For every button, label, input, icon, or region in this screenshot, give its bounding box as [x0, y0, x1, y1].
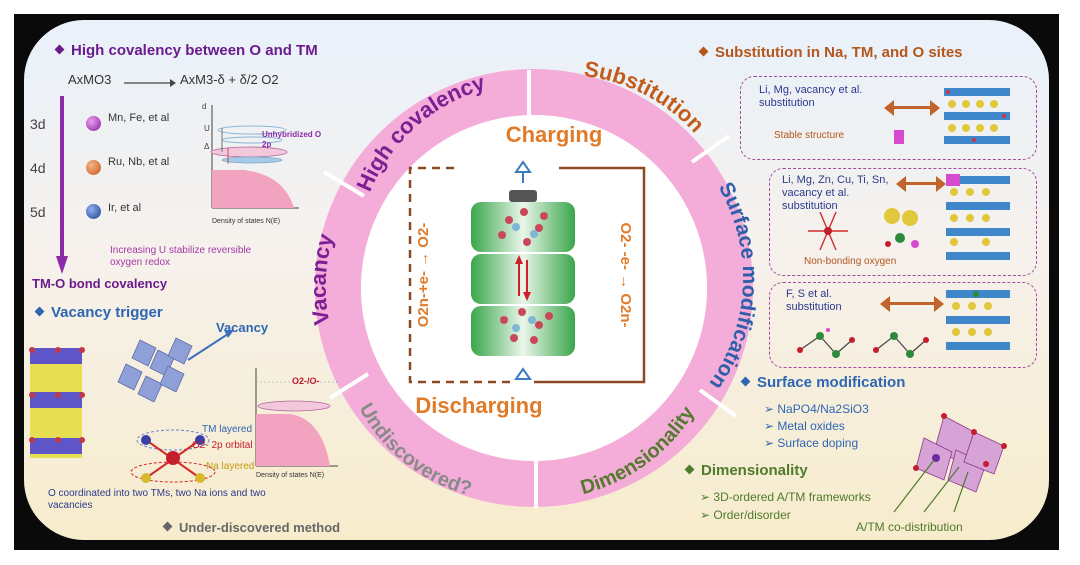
battery-arrows — [515, 255, 531, 301]
co-distribution-caption: A/TM co-distribution — [856, 520, 963, 534]
3d-atom-icon — [86, 116, 101, 131]
box1-structure — [944, 88, 1010, 144]
surface-header: Surface modification — [740, 374, 905, 391]
dimensionality-polyhedra — [893, 413, 1007, 513]
row-label-5d: 5d — [30, 204, 46, 220]
vacancy-caption: O coordinated into two TMs, two Na ions … — [48, 488, 266, 511]
box2-nonbonding-illustration — [808, 208, 919, 251]
discharge-arrow-icon — [514, 367, 532, 380]
4d-atom-icon — [86, 160, 101, 175]
dimensionality-item: ➢ Order/disorder — [700, 508, 791, 522]
row-elements-5d: Ir, et al — [108, 202, 142, 214]
dos-label-delta: Δ — [204, 142, 210, 151]
5d-atom-icon — [86, 204, 101, 219]
dimensionality-item: ➢ 3D-ordered A/TM frameworks — [700, 490, 871, 504]
box1-polyhedron-icon — [894, 130, 904, 144]
dos-oxygen-label: O2-/O- — [292, 376, 320, 386]
dos-plot-covalency — [210, 105, 299, 209]
reaction-arrow-icon — [124, 79, 176, 87]
covalency-header: High covalency between O and TM — [54, 42, 318, 59]
substitution-box-2 — [769, 168, 1037, 276]
battery-terminal — [509, 190, 537, 202]
left-reaction: O2n-+e- → O2- — [415, 223, 432, 328]
row-elements-4d: Ru, Nb, et al — [108, 156, 170, 168]
battery-body — [471, 202, 575, 356]
box1-subtext: Stable structure — [774, 130, 845, 141]
right-reaction: O2- -e- → O2n- — [617, 222, 634, 327]
figure-panel: High covalency Substitution Surface modi… — [24, 20, 1049, 540]
covalency-arrow-icon — [56, 96, 68, 274]
dos-label-d: d — [202, 102, 207, 111]
box1-arrowhead-right — [930, 100, 940, 116]
discharge-circuit — [408, 166, 514, 384]
box3-arrowhead-left — [880, 296, 890, 312]
box2-subtext: Non-bonding oxygen — [804, 256, 897, 267]
box3-molecule-illustration — [797, 328, 929, 358]
box2-arrowhead-left — [896, 176, 906, 192]
row-label-4d: 4d — [30, 160, 46, 176]
o-orbital-label: O2- 2p orbital — [192, 440, 253, 451]
dos-plot-vacancy — [255, 368, 338, 467]
discharging-label: Discharging — [415, 393, 542, 418]
row-elements-3d: Mn, Fe, et al — [108, 112, 170, 124]
tm-layered-label: TM layered — [202, 424, 253, 435]
covalency-caption: TM-O bond covalency — [32, 276, 168, 291]
dos-label-u: U — [204, 124, 210, 133]
box3-text: F, S et al. substitution — [786, 288, 842, 313]
box1-arrowhead-left — [884, 100, 894, 116]
substitution-header: Substitution in Na, TM, and O sites — [698, 44, 963, 61]
box1-text: Li, Mg, vacancy et al. substitution — [759, 84, 863, 109]
battery-atoms — [512, 223, 538, 332]
reaction-left: AxMO3 — [68, 72, 112, 87]
vacancy-header: Vacancy trigger — [34, 304, 163, 321]
charging-label: Charging — [506, 122, 603, 147]
box3-structure — [946, 290, 1010, 350]
box3-arrow-icon — [886, 302, 934, 305]
reaction-right: AxM3-δ + δ/2 O2 — [180, 72, 279, 87]
row-label-3d: 3d — [30, 116, 46, 132]
covalency-note: Increasing U stabilize reversible oxygen… — [110, 245, 252, 268]
battery-molecules — [498, 208, 553, 344]
dimensionality-header: Dimensionality — [684, 462, 808, 479]
dos-unhybridized-label: Unhybridized O 2p — [262, 130, 322, 149]
ring-dividers — [322, 70, 738, 508]
vacancy-structure-illustration — [29, 330, 234, 483]
substitution-box-3 — [769, 282, 1037, 368]
box2-structure — [946, 174, 1010, 260]
center-ring-diagram: High covalency Substitution Surface modi… — [306, 56, 761, 508]
surface-item: ➢ NaPO4/Na2SiO3 — [764, 402, 869, 416]
na-layered-label: Na layered — [206, 461, 255, 472]
box3-arrowhead-right — [934, 296, 944, 312]
box2-arrow-icon — [902, 182, 936, 185]
dos-xlabel-1: Density of states N(E) — [212, 218, 281, 225]
box1-arrow-icon — [890, 106, 930, 109]
box2-text: Li, Mg, Zn, Cu, Ti, Sn, vacancy et al. s… — [782, 174, 889, 212]
surface-item: ➢ Metal oxides — [764, 419, 845, 433]
substitution-box-1 — [740, 76, 1037, 160]
charge-circuit — [534, 166, 646, 384]
box2-arrowhead-right — [936, 176, 946, 192]
under-discovered-footer: Under-discovered method — [162, 520, 340, 535]
dos-xlabel-2: Density of states N(E) — [256, 472, 325, 479]
surface-item: ➢ Surface doping — [764, 436, 859, 450]
charge-arrow-icon — [514, 160, 532, 173]
